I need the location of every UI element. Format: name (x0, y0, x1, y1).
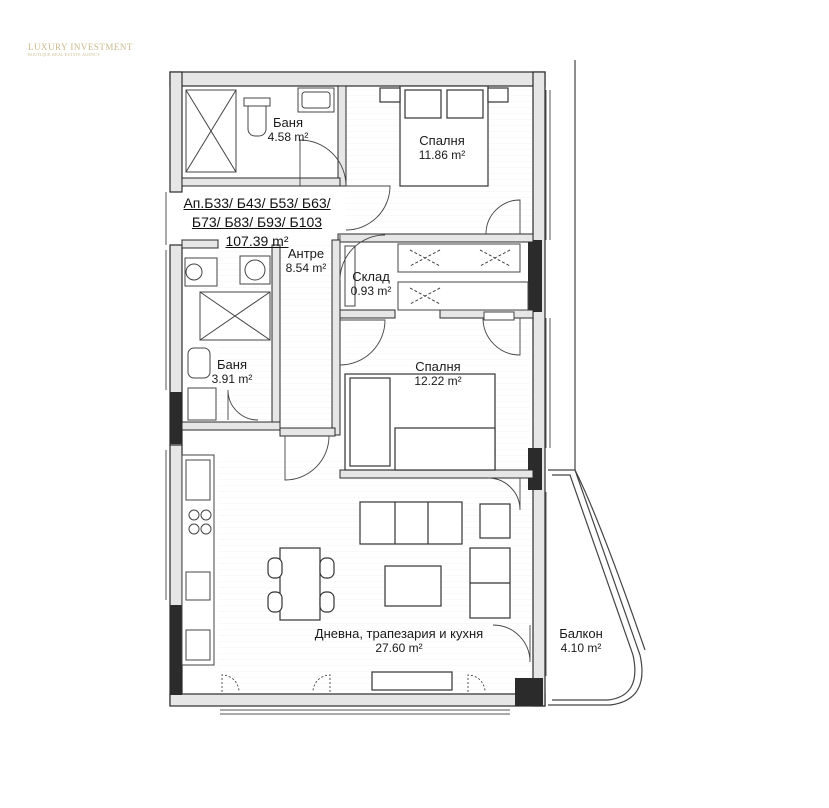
room-label-balcony: Балкон 4.10 m² (559, 626, 603, 656)
toilet-icon (187, 347, 211, 379)
logo: LUXURY INVESTMENT BOUTIQUE REAL ESTATE A… (28, 42, 133, 57)
room-label-bedroom1: Спалня 11.86 m² (418, 133, 466, 163)
room-area: 27.60 m² (375, 640, 423, 655)
sofa-set (359, 501, 511, 619)
room-area: 3.91 m² (211, 371, 253, 386)
bed-1 (379, 85, 509, 187)
room-name: Баня (217, 357, 247, 372)
kitchen-counter (181, 454, 215, 666)
room-area: 8.54 m² (285, 260, 327, 275)
room-area: 11.86 m² (418, 147, 466, 162)
apartment-area: 107.39 m² (225, 232, 289, 249)
sink-icon (187, 387, 217, 421)
windows (165, 90, 551, 715)
dining-set (267, 547, 335, 621)
room-label-storage: Склад 0.93 m² (350, 269, 392, 299)
structural-columns (170, 240, 543, 706)
tv-console (371, 671, 453, 691)
wardrobes (344, 243, 529, 321)
door-swings (221, 139, 531, 693)
room-area: 12.22 m² (414, 373, 462, 388)
bed-2 (344, 373, 496, 471)
bath2-fixtures (184, 255, 271, 421)
room-area: 0.93 m² (350, 283, 392, 298)
room-name: Балкон (559, 626, 603, 641)
room-label-living: Дневна, трапезария и кухня 27.60 m² (314, 626, 484, 656)
room-name: Склад (352, 269, 390, 284)
bath1-fixtures (185, 87, 335, 173)
logo-subtitle: BOUTIQUE REAL ESTATE AGENCY (28, 52, 101, 57)
outer-walls (169, 71, 546, 707)
room-area: 4.58 m² (267, 129, 309, 144)
room-name: Спалня (415, 359, 461, 374)
apartment-label: Ап.Б33/ Б43/ Б53/ Б63/ Б73/ Б83/ Б93/ Б1… (183, 194, 330, 251)
apartment-number-line-1: Ап.Б33/ Б43/ Б53/ Б63/ (183, 195, 331, 211)
apartment-number-line-2: Б73/ Б83/ Б93/ Б103 (191, 213, 323, 230)
room-label-bath2: Баня 3.91 m² (211, 357, 253, 387)
balcony-outline (548, 60, 646, 706)
room-name: Спалня (419, 133, 465, 148)
room-area: 4.10 m² (560, 640, 602, 655)
room-label-hall: Антре 8.54 m² (285, 246, 327, 276)
logo-title: LUXURY INVESTMENT (28, 42, 133, 52)
room-label-bedroom2: Спалня 12.22 m² (414, 359, 462, 389)
room-name: Антре (287, 246, 325, 261)
room-name: Дневна, трапезария и кухня (314, 626, 484, 641)
room-name: Баня (273, 115, 303, 130)
room-label-bath1: Баня 4.58 m² (267, 115, 309, 145)
